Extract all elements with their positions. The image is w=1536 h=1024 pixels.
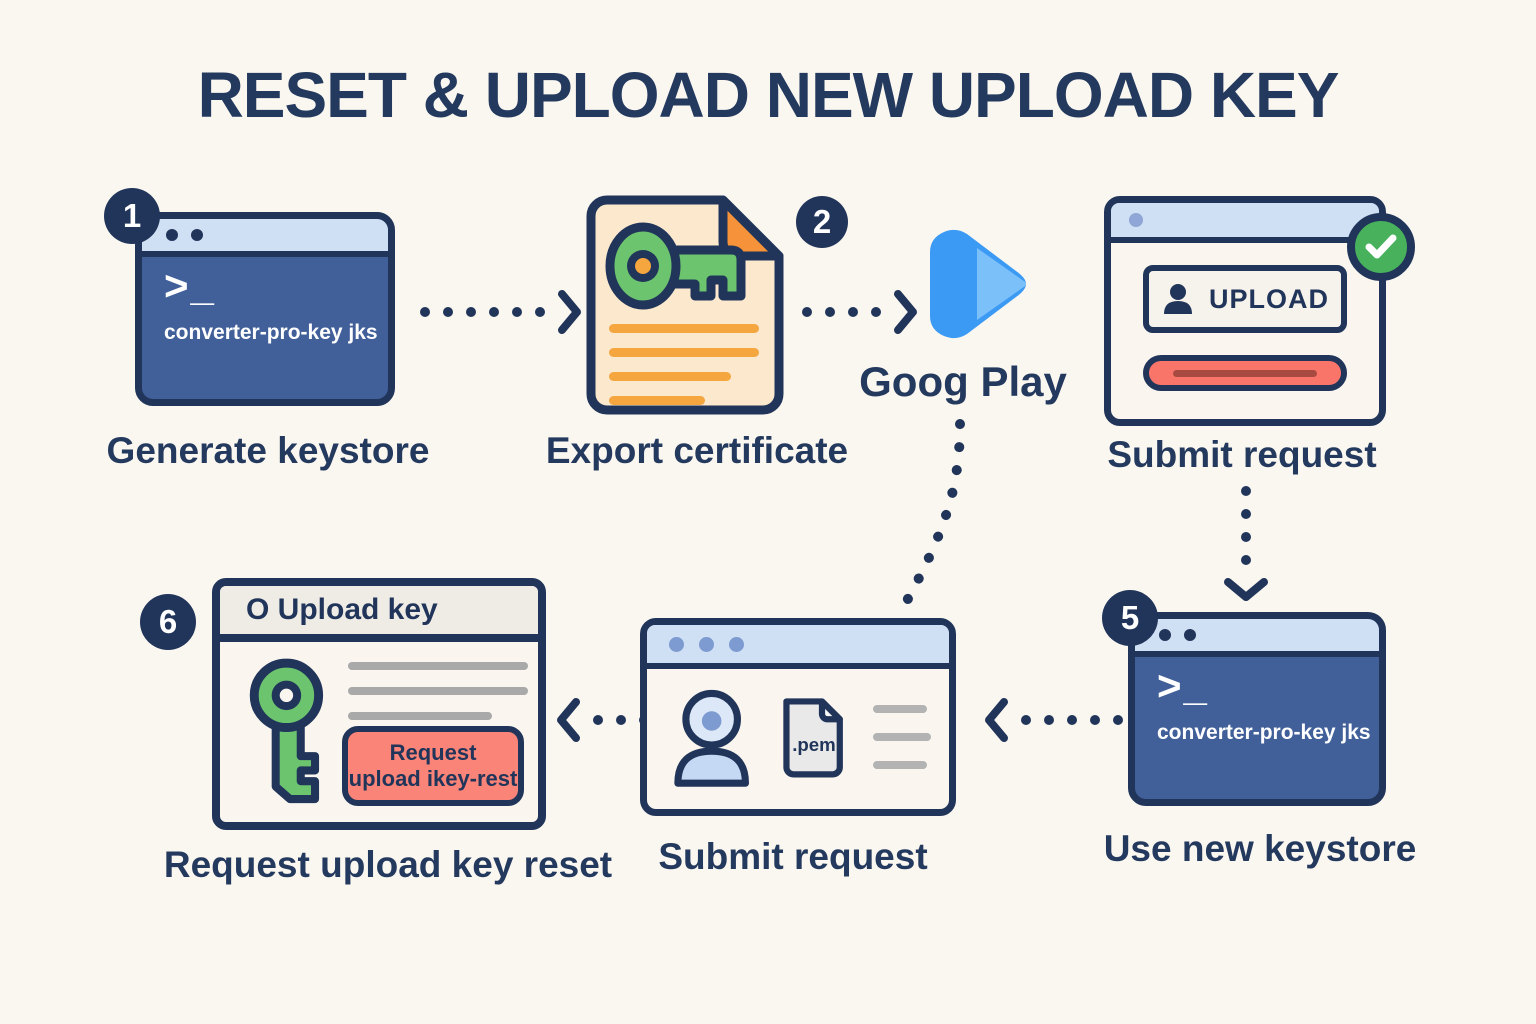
- window-dot-icon: [191, 229, 203, 241]
- upload-key-window-title: O Upload key: [220, 586, 538, 642]
- person-icon: [1164, 284, 1192, 314]
- keystore-filename: converter-pro-key jks: [1157, 721, 1371, 744]
- terminal-titlebar: [142, 219, 388, 257]
- chevron-left-icon: [985, 698, 1008, 742]
- button-line1: Request: [389, 739, 477, 765]
- chevron-left-icon: [557, 698, 580, 742]
- step-label-export-certificate: Export certificate: [545, 430, 849, 471]
- window-body: .pem: [647, 669, 949, 793]
- step-label-google-play: Goog Play: [859, 358, 1067, 405]
- step-6-badge: 6: [140, 594, 196, 650]
- window-dot-icon: [729, 636, 744, 652]
- window-dot-icon: [1184, 629, 1196, 641]
- progress-bar-fill: [1173, 369, 1317, 377]
- dotted-connector: [899, 419, 965, 611]
- browser-window-submit-request-bottom: .pem: [640, 618, 956, 816]
- button-line2: upload ikey-rest: [348, 766, 518, 791]
- browser-window-submit-request: UPLOAD: [1104, 196, 1386, 426]
- step-label-submit-request-bottom: Submit request: [658, 836, 928, 877]
- step-label-use-new-keystore: Use new keystore: [1103, 828, 1417, 869]
- window-titlebar: [1111, 203, 1379, 243]
- arrow-right-icon: [420, 289, 582, 335]
- terminal-window-step1: >_ converter-pro-key jks: [135, 212, 395, 406]
- pem-file-label: .pem: [793, 734, 837, 755]
- terminal-body: >_ converter-pro-key jks: [142, 257, 388, 345]
- step-5-badge: 5: [1102, 590, 1158, 646]
- chevron-right-icon: [558, 290, 581, 334]
- keystore-filename: converter-pro-key jks: [164, 321, 378, 344]
- text-lines: [873, 705, 931, 769]
- step-1-badge: 1: [104, 188, 160, 244]
- window-dot-icon: [1159, 629, 1171, 641]
- success-check-icon: [1347, 213, 1415, 281]
- window-dot-icon: [669, 636, 684, 652]
- terminal-body: >_ converter-pro-key jks: [1135, 657, 1379, 745]
- window-dot-icon: [699, 636, 714, 652]
- arrow-down-icon: [1223, 486, 1269, 602]
- step-2-badge: 2: [796, 196, 848, 248]
- step-label-request-reset: Request upload key reset: [163, 844, 613, 885]
- certificate-document-icon: [586, 195, 784, 415]
- upload-button[interactable]: UPLOAD: [1143, 265, 1347, 333]
- page-title: RESET & UPLOAD NEW UPLOAD KEY: [197, 59, 1340, 131]
- upload-button-label: UPLOAD: [1209, 283, 1329, 314]
- upload-key-window: O Upload key Request upload ikey-rest: [212, 578, 546, 830]
- chevron-right-icon: [894, 290, 917, 334]
- key-icon: [605, 222, 746, 310]
- step-label-submit-request-top: Submit request: [1107, 434, 1377, 475]
- arrow-right-icon: [802, 289, 918, 335]
- text-lines: [348, 662, 528, 720]
- person-icon: [674, 689, 749, 787]
- chevron-down-icon: [1224, 578, 1268, 601]
- window-dot-icon: [166, 229, 178, 241]
- key-icon: [249, 658, 324, 804]
- terminal-prompt-icon: >_: [1157, 662, 1209, 709]
- step-label-generate-keystore: Generate keystore: [106, 430, 430, 471]
- terminal-window-step5: >_ converter-pro-key jks: [1128, 612, 1386, 806]
- google-play-icon: [930, 229, 1026, 339]
- arrow-left-icon: [984, 697, 1123, 743]
- arrow-left-icon: [556, 697, 649, 743]
- terminal-titlebar: [1135, 619, 1379, 657]
- window-titlebar: [647, 625, 949, 669]
- request-upload-key-reset-button[interactable]: Request upload ikey-rest: [342, 726, 524, 806]
- pem-file-icon: .pem: [783, 698, 844, 778]
- terminal-prompt-icon: >_: [164, 262, 216, 309]
- window-dot-icon: [1129, 213, 1143, 227]
- progress-bar: [1143, 355, 1347, 391]
- upload-key-window-body: Request upload ikey-rest: [220, 642, 538, 814]
